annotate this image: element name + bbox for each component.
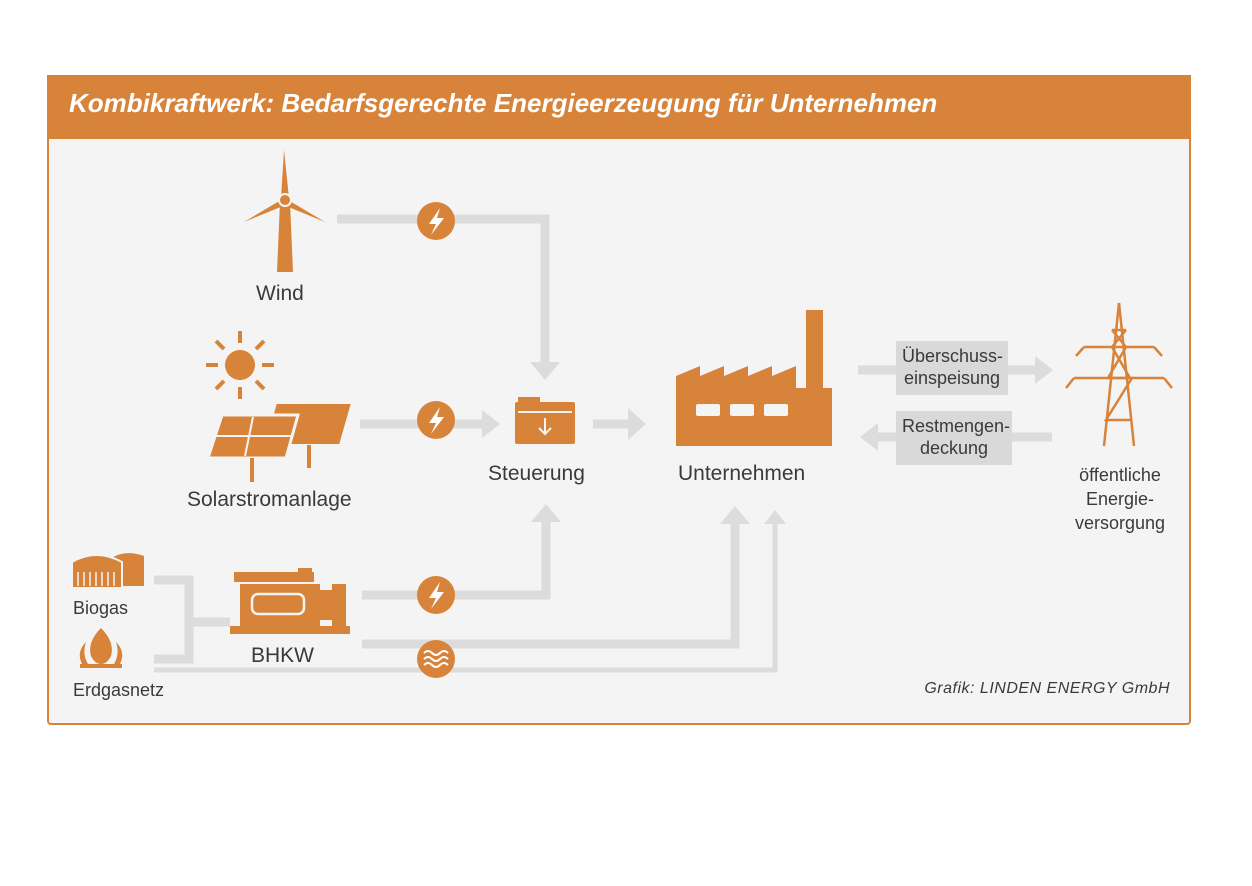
- heat-wave-icon: [417, 640, 455, 678]
- node-label-solar: Solarstromanlage: [187, 488, 352, 511]
- arrowhead-gas: [764, 510, 786, 524]
- grid-label-line2: Energie-: [1085, 489, 1155, 509]
- power-pylon-icon: [1065, 302, 1173, 447]
- node-label-erdgas: Erdgasnetz: [73, 680, 165, 700]
- grid-label-line3: versorgung: [1074, 513, 1166, 533]
- arrowhead-import: [860, 423, 878, 451]
- lightning-icon: [417, 202, 455, 240]
- sun-icon: [206, 331, 274, 399]
- arrowhead-heat: [720, 506, 750, 524]
- control-unit-icon: [515, 397, 575, 444]
- node-label-bhkw: BHKW: [251, 644, 314, 667]
- node-label-steuerung: Steuerung: [488, 462, 585, 485]
- arrowhead-wind: [530, 362, 560, 380]
- import-label-box: Restmengen- deckung: [896, 411, 1012, 465]
- title-bar: Kombikraftwerk: Bedarfsgerechte Energiee…: [47, 75, 1191, 139]
- export-label-line1: Überschuss-: [902, 346, 1004, 366]
- flow-bhkw-to-control: [362, 522, 551, 600]
- diagram-frame: [47, 75, 1191, 725]
- arrowhead-control: [628, 408, 646, 440]
- lightning-icon: [417, 401, 455, 439]
- flow-wind-to-control: [337, 214, 550, 362]
- source-credit: Grafik: LINDEN ENERGY GmbH: [924, 680, 1170, 697]
- biogas-plant-icon: [71, 553, 144, 589]
- wind-turbine-icon: [244, 150, 325, 272]
- lightning-icon: [417, 576, 455, 614]
- node-label-wind: Wind: [256, 282, 304, 305]
- solar-panel-icon: [205, 402, 354, 482]
- node-label-unternehmen: Unternehmen: [678, 462, 806, 485]
- grid-label-line1: öffentliche: [1079, 465, 1161, 485]
- factory-icon: [676, 310, 832, 446]
- node-label-grid: öffentliche Energie- versorgung: [1060, 463, 1180, 535]
- import-label-line1: Restmengen-: [902, 416, 1011, 436]
- import-label-line2: deckung: [919, 438, 989, 458]
- page-title: Kombikraftwerk: Bedarfsgerechte Energiee…: [69, 88, 938, 118]
- chp-engine-icon: [230, 568, 350, 634]
- export-label-box: Überschuss- einspeisung: [896, 341, 1008, 395]
- arrowhead-export: [1035, 356, 1053, 384]
- arrowhead-bhkw: [531, 504, 561, 522]
- gas-flame-icon: [79, 628, 123, 668]
- node-label-biogas: Biogas: [73, 598, 129, 618]
- flow-heat-to-company: [362, 524, 740, 649]
- flow-biogas-to-bhkw: [154, 575, 194, 664]
- arrowhead-solar: [482, 410, 500, 438]
- export-label-line2: einspeisung: [903, 368, 1001, 388]
- flow-gas-to-company: [154, 524, 778, 673]
